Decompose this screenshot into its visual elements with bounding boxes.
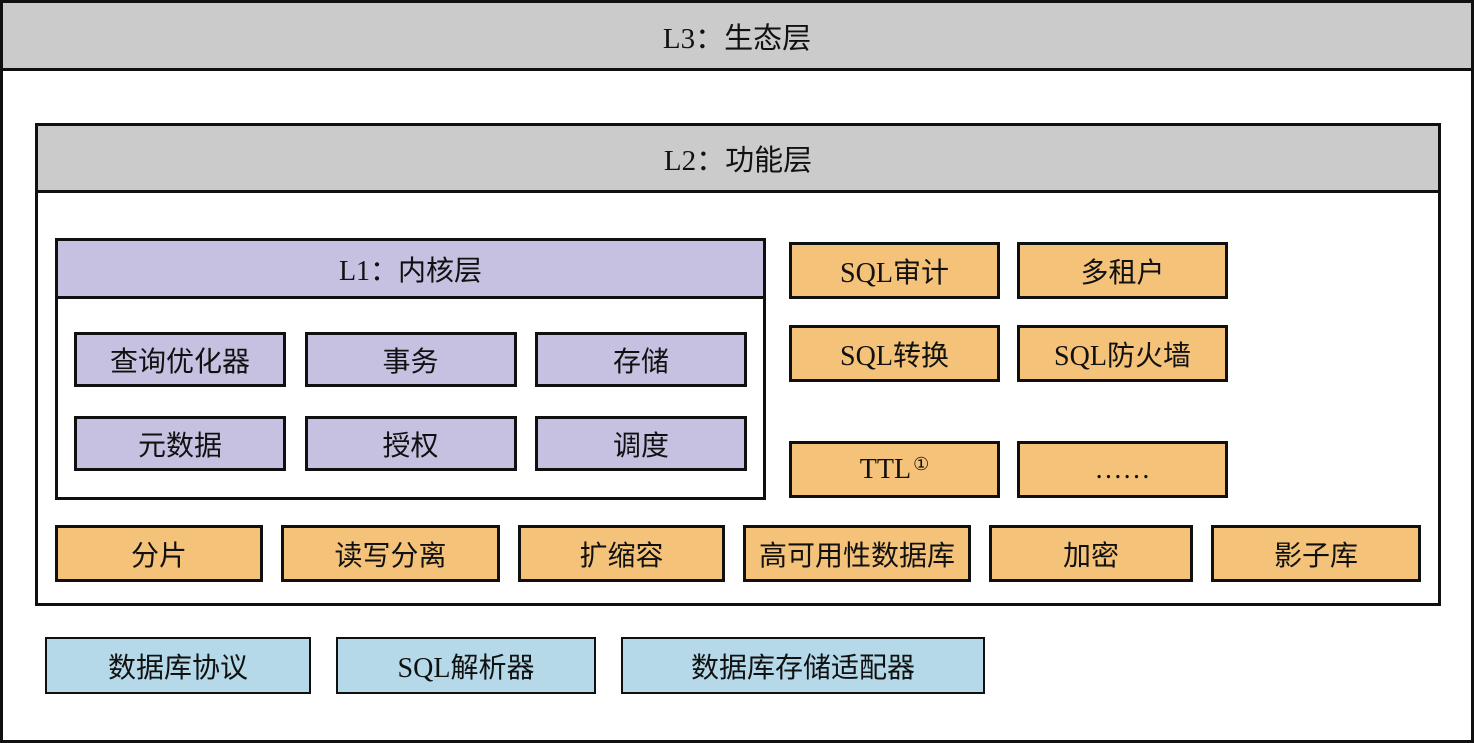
l2-function-layer-header: L2：功能层 xyxy=(38,126,1438,193)
l3-ecosystem-layer-label: L3：生态层 xyxy=(662,22,812,55)
feature-label: SQL防火墙 xyxy=(1054,340,1191,372)
kernel-modules-row-2: 元数据 授权 调度 xyxy=(58,416,763,471)
feature-high-availability-database: 高可用性数据库 xyxy=(743,525,971,582)
feature-encryption: 加密 xyxy=(989,525,1193,582)
adapter-sql-parser: SQL解析器 xyxy=(336,637,596,694)
feature-label: 读写分离 xyxy=(334,540,447,572)
l1-kernel-layer-label: L1：内核层 xyxy=(338,255,483,287)
l1-kernel-layer-header: L1：内核层 xyxy=(58,241,763,299)
kernel-module-label: 元数据 xyxy=(137,430,222,462)
l3-ecosystem-layer-bar: L3：生态层 xyxy=(3,3,1471,71)
feature-sql-translation: SQL转换 xyxy=(789,325,1000,382)
feature-label: 加密 xyxy=(1062,540,1119,572)
kernel-module-transaction: 事务 xyxy=(304,332,517,387)
kernel-module-storage: 存储 xyxy=(535,332,747,387)
kernel-module-label: 调度 xyxy=(612,430,669,462)
feature-label: SQL转换 xyxy=(840,340,949,372)
feature-multi-tenant: 多租户 xyxy=(1017,242,1228,299)
feature-label: 高可用性数据库 xyxy=(758,540,955,572)
adapter-label: 数据库协议 xyxy=(107,652,248,684)
bottom-features-row: 分片 读写分离 扩缩容 高可用性数据库 加密 影子库 xyxy=(55,525,1421,582)
kernel-module-authorization: 授权 xyxy=(304,416,517,471)
l2-function-layer-box: L2：功能层 L1：内核层 查询优化器 事务 存储 元数据 xyxy=(35,123,1441,606)
feature-more-ellipsis: …… xyxy=(1017,441,1228,498)
feature-sql-audit: SQL审计 xyxy=(789,242,1000,299)
ecosystem-adapters-row: 数据库协议 SQL解析器 数据库存储适配器 xyxy=(45,637,985,694)
l1-kernel-layer-box: L1：内核层 查询优化器 事务 存储 元数据 授权 xyxy=(55,238,766,500)
feature-shadow-database: 影子库 xyxy=(1211,525,1421,582)
feature-label: 多租户 xyxy=(1080,257,1165,289)
kernel-module-label: 查询优化器 xyxy=(109,346,250,378)
l2-function-layer-label: L2：功能层 xyxy=(663,145,813,177)
feature-label: SQL审计 xyxy=(840,257,949,289)
feature-label: 影子库 xyxy=(1273,540,1358,572)
feature-sql-firewall: SQL防火墙 xyxy=(1017,325,1228,382)
adapter-database-protocol: 数据库协议 xyxy=(45,637,311,694)
kernel-module-label: 授权 xyxy=(382,430,439,462)
feature-label: 分片 xyxy=(130,540,187,572)
kernel-module-scheduling: 调度 xyxy=(535,416,747,471)
feature-label: 扩缩容 xyxy=(579,540,664,572)
kernel-module-query-optimizer: 查询优化器 xyxy=(74,332,286,387)
adapter-database-storage-adapter: 数据库存储适配器 xyxy=(621,637,985,694)
feature-read-write-splitting: 读写分离 xyxy=(281,525,500,582)
adapter-label: 数据库存储适配器 xyxy=(690,652,915,684)
feature-sharding: 分片 xyxy=(55,525,263,582)
kernel-module-label: 存储 xyxy=(612,346,669,378)
kernel-modules-row-1: 查询优化器 事务 存储 xyxy=(58,332,763,387)
feature-scaling: 扩缩容 xyxy=(518,525,725,582)
adapter-label: SQL解析器 xyxy=(397,652,535,684)
kernel-module-metadata: 元数据 xyxy=(74,416,286,471)
kernel-module-label: 事务 xyxy=(382,346,439,378)
feature-label: …… xyxy=(1094,453,1151,485)
feature-label: TTL xyxy=(859,453,912,485)
